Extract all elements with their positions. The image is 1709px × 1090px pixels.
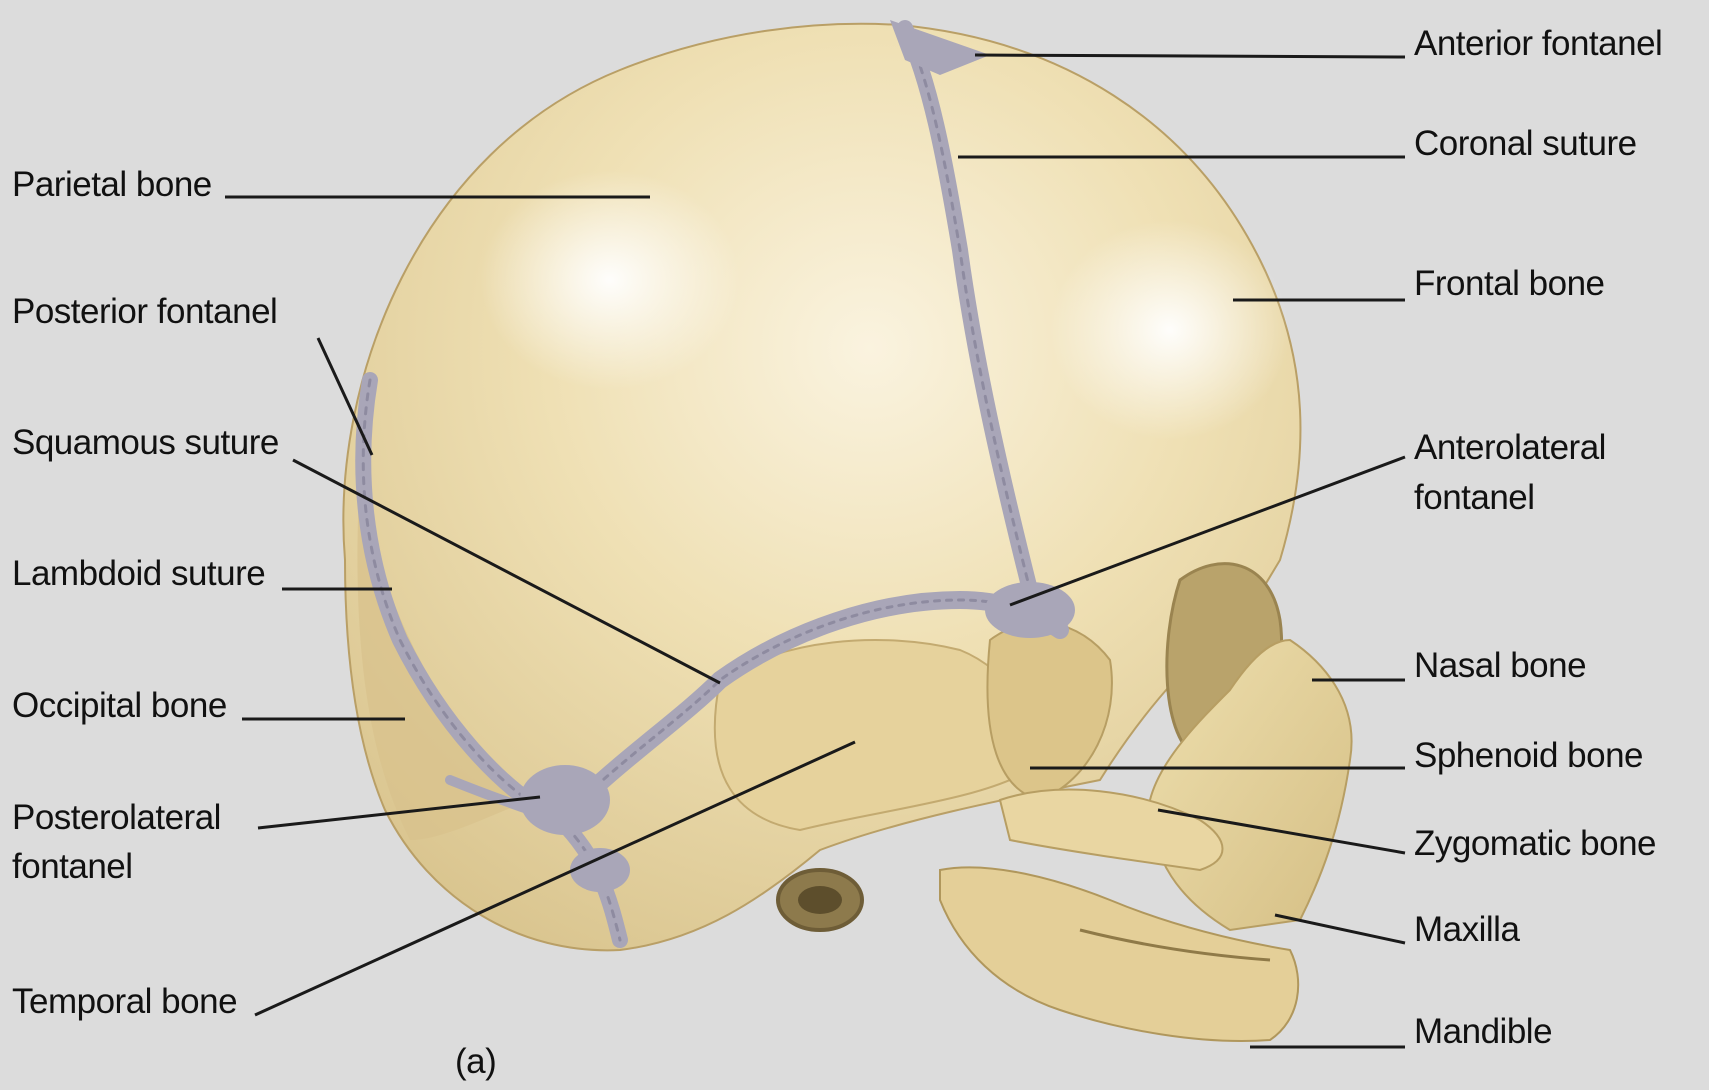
label-anterior-fontanel: Anterior fontanel (1414, 22, 1662, 67)
posterolateral-fontanel-shape (520, 765, 610, 835)
label-nasal-bone: Nasal bone (1414, 644, 1586, 689)
ear-canal-inner (798, 886, 842, 914)
label-mandible: Mandible (1414, 1010, 1552, 1055)
label-temporal-bone: Temporal bone (12, 980, 237, 1025)
anterolateral-fontanel-shape (985, 582, 1075, 638)
label-occipital-bone: Occipital bone (12, 684, 227, 729)
temporal-fontanel-spot (570, 848, 630, 892)
label-zygomatic-bone: Zygomatic bone (1414, 822, 1656, 867)
label-lambdoid-suture: Lambdoid suture (12, 552, 265, 597)
label-coronal-suture: Coronal suture (1414, 122, 1637, 167)
label-maxilla: Maxilla (1414, 908, 1519, 953)
label-parietal-bone: Parietal bone (12, 163, 212, 208)
leader-maxilla (1275, 915, 1405, 943)
label-subfigure-a: (a) (455, 1040, 496, 1085)
label-squamous-suture: Squamous suture (12, 421, 279, 466)
label-anterolateral-fontanel-line2: fontanel (1414, 476, 1535, 521)
parietal-highlight (480, 170, 740, 390)
label-posterolateral-fontanel-line2: fontanel (12, 845, 133, 890)
frontal-highlight (1050, 220, 1290, 440)
label-posterior-fontanel: Posterior fontanel (12, 290, 277, 335)
label-posterolateral-fontanel-line1: Posterolateral (12, 796, 221, 841)
label-frontal-bone: Frontal bone (1414, 262, 1605, 307)
label-anterolateral-fontanel-line1: Anterolateral (1414, 426, 1606, 471)
leader-anterior-fontanel (975, 55, 1405, 57)
label-sphenoid-bone: Sphenoid bone (1414, 734, 1643, 779)
